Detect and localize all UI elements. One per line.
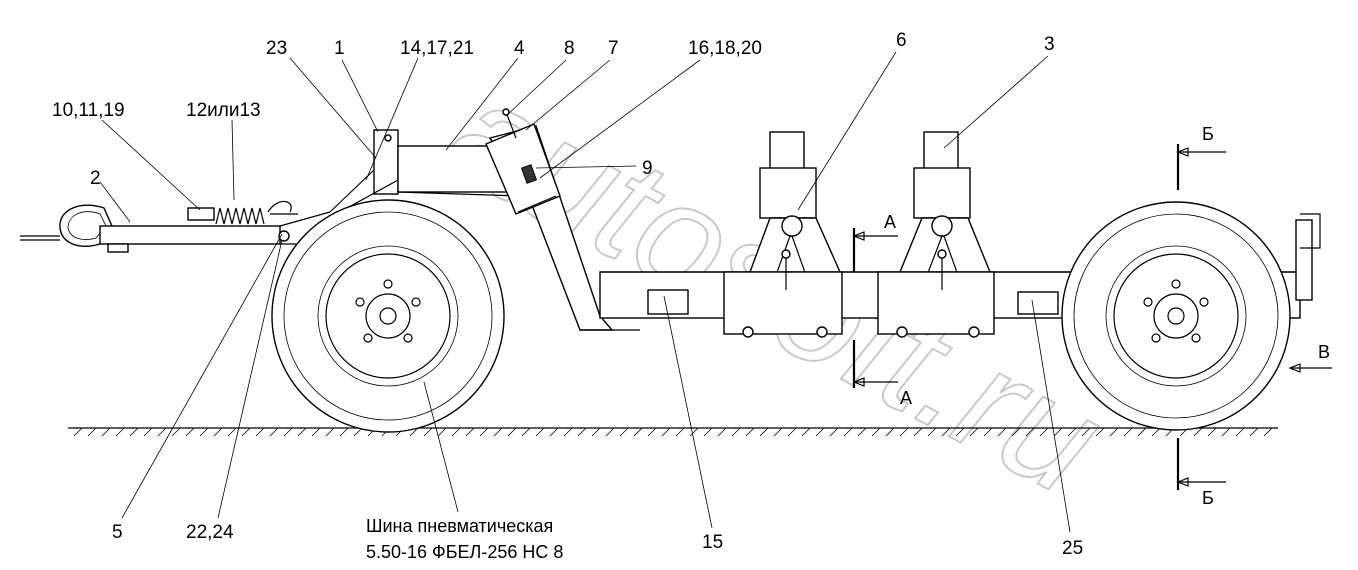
callout-12-or-13: 12или13 xyxy=(186,100,261,121)
callout-4: 4 xyxy=(514,38,525,59)
drawbar-hitch xyxy=(20,200,331,253)
gauge-unit-right xyxy=(877,131,995,338)
callout-25: 25 xyxy=(1062,538,1083,559)
view-v-marker xyxy=(1288,363,1332,373)
callout-23: 23 xyxy=(266,38,287,59)
section-a-top-label: А xyxy=(884,212,896,232)
callout-1: 1 xyxy=(334,38,345,59)
section-a-markers xyxy=(852,228,898,388)
rear-wheel xyxy=(1061,201,1291,431)
gauge-unit-left xyxy=(723,131,843,338)
callout-16-18-20: 16,18,20 xyxy=(688,38,762,59)
leader-lines xyxy=(99,51,1071,533)
callout-9: 9 xyxy=(642,158,653,179)
ground-line xyxy=(68,427,1278,437)
view-v-label: В xyxy=(1318,342,1330,362)
front-frame xyxy=(329,108,640,331)
tire-caption-line2: 5.50-16 ФБЕЛ-256 НС 8 xyxy=(366,542,563,562)
callout-10-11-19: 10,11,19 xyxy=(52,100,125,121)
tire-caption-line1: Шина пневматическая xyxy=(366,516,553,536)
section-b-top-label: Б xyxy=(1202,124,1214,144)
front-wheel xyxy=(271,199,505,433)
callout-7: 7 xyxy=(608,38,619,59)
callout-6: 6 xyxy=(896,30,907,51)
callout-22-24: 22,24 xyxy=(186,522,234,543)
section-a-bottom-label: А xyxy=(900,388,912,408)
section-b-bottom-label: Б xyxy=(1202,488,1214,508)
callout-5: 5 xyxy=(112,522,123,543)
section-b-markers xyxy=(1176,144,1226,490)
callout-3: 3 xyxy=(1044,34,1055,55)
callout-8: 8 xyxy=(564,38,575,59)
callout-2: 2 xyxy=(90,168,101,189)
callout-15: 15 xyxy=(702,532,723,553)
callout-14-17-21: 14,17,21 xyxy=(400,38,474,59)
